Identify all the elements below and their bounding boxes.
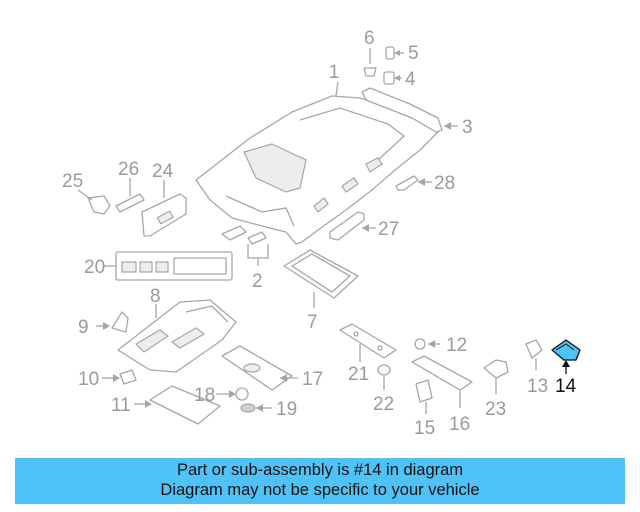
part-bracket-25 xyxy=(87,195,111,215)
callout-17: 17 xyxy=(302,369,323,390)
callout-25: 25 xyxy=(62,171,83,192)
callout-13: 13 xyxy=(527,376,548,397)
callout-27: 27 xyxy=(378,219,399,240)
part-switch-10 xyxy=(119,369,137,385)
callout-1: 1 xyxy=(329,62,340,83)
callout-10: 10 xyxy=(78,369,99,390)
parts-diagram: 1 3 4 5 6 28 27 25 26 xyxy=(62,28,581,439)
callout-11: 11 xyxy=(111,395,131,416)
callout-19: 19 xyxy=(276,399,297,420)
callout-14: 14 xyxy=(555,376,577,397)
callout-15: 15 xyxy=(414,418,435,439)
callout-5: 5 xyxy=(408,43,419,64)
leader-25 xyxy=(77,189,93,201)
part-grommet-19 xyxy=(240,403,256,413)
callout-20: 20 xyxy=(84,257,105,278)
part-nut-12 xyxy=(414,338,426,350)
part-fastener-5 xyxy=(385,46,395,60)
part-roof-rail xyxy=(361,87,443,133)
callout-12: 12 xyxy=(446,335,467,356)
part-console-20 xyxy=(115,251,233,281)
part-headliner xyxy=(195,95,439,245)
part-fastener-4 xyxy=(383,71,395,85)
callout-24: 24 xyxy=(152,161,174,182)
callout-26: 26 xyxy=(118,159,139,180)
callout-18: 18 xyxy=(194,385,215,406)
part-bulb-13 xyxy=(525,339,543,359)
part-overhead-console-8 xyxy=(117,299,237,373)
callout-22: 22 xyxy=(373,394,394,415)
part-holder-26 xyxy=(115,193,145,213)
callout-4: 4 xyxy=(405,69,416,90)
part-clip-18 xyxy=(235,387,249,401)
callout-3: 3 xyxy=(462,117,473,138)
info-banner: Part or sub-assembly is #14 in diagram D… xyxy=(15,458,625,504)
leader-1 xyxy=(335,81,339,97)
part-bracket-21 xyxy=(339,323,397,359)
part-sun-visor-24 xyxy=(141,193,187,237)
banner-line-2: Diagram may not be specific to your vehi… xyxy=(160,481,480,499)
part-cap-22 xyxy=(377,364,391,376)
leader-2 xyxy=(247,244,269,259)
part-cover-15 xyxy=(415,379,433,403)
part-grab-handle-28 xyxy=(395,175,419,191)
part-lens-9 xyxy=(111,311,129,333)
callout-2: 2 xyxy=(252,271,263,292)
callout-8: 8 xyxy=(150,286,161,307)
part-cover-11 xyxy=(149,385,221,425)
callout-6: 6 xyxy=(364,28,375,49)
part-pad-17 xyxy=(221,345,293,391)
part-grab-handle-27 xyxy=(329,211,365,241)
part-trim-16 xyxy=(411,355,473,391)
banner-line-1: Part or sub-assembly is #14 in diagram xyxy=(176,461,464,479)
callout-28: 28 xyxy=(434,173,455,194)
part-clips-2 xyxy=(221,225,267,245)
callout-23: 23 xyxy=(485,399,506,420)
part-lamp-23 xyxy=(483,359,509,379)
part-sunshade-7 xyxy=(283,249,359,299)
arrow-3 xyxy=(444,122,451,130)
part-clip-6 xyxy=(363,67,377,77)
callout-9: 9 xyxy=(78,317,89,338)
part-14-highlighted[interactable] xyxy=(551,339,581,361)
callout-21: 21 xyxy=(348,364,369,385)
callout-7: 7 xyxy=(307,312,318,333)
callout-16: 16 xyxy=(449,414,470,435)
